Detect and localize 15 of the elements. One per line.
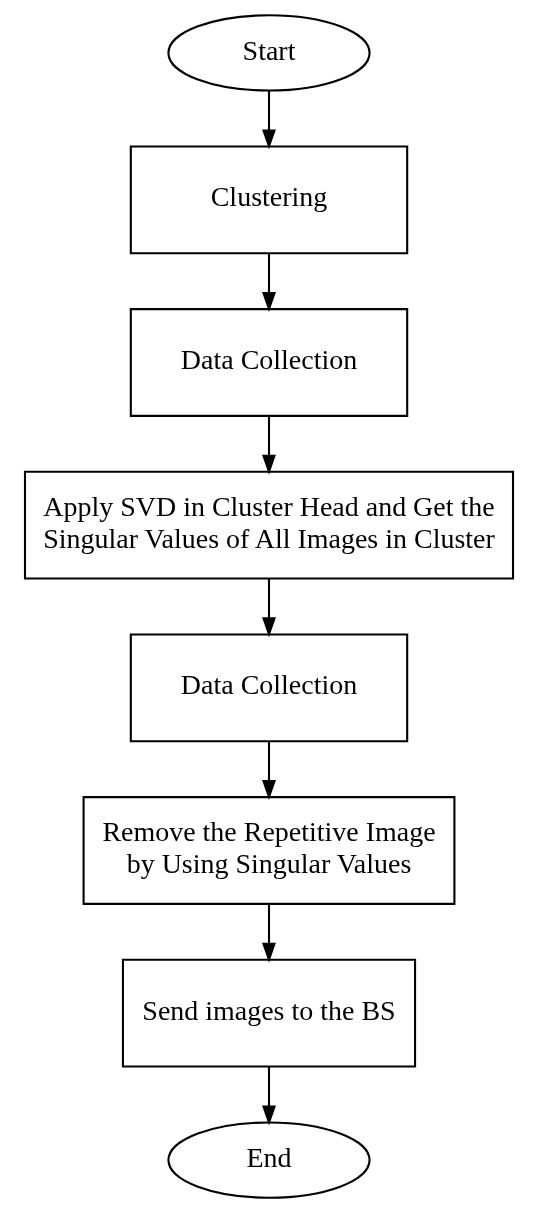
node-ellipse: End xyxy=(166,1121,371,1199)
node-box: Data Collection xyxy=(129,308,408,417)
node-box: Clustering xyxy=(129,145,408,255)
node-box: Data Collection xyxy=(129,633,408,743)
arrow xyxy=(261,741,276,800)
node-box: Send images to the BS xyxy=(121,958,416,1068)
arrow xyxy=(261,578,276,638)
arrow xyxy=(261,253,276,312)
node-box: Remove the Repetitive Image by Using Singular Values xyxy=(82,796,455,905)
arrow xyxy=(261,1066,276,1126)
arrow xyxy=(261,415,276,475)
node-ellipse: Start xyxy=(166,14,371,92)
arrow xyxy=(261,90,276,150)
node-box: Apply SVD in Cluster Head and Get the Singular Values of All Images in Cluster xyxy=(23,470,514,580)
arrow xyxy=(261,903,276,963)
